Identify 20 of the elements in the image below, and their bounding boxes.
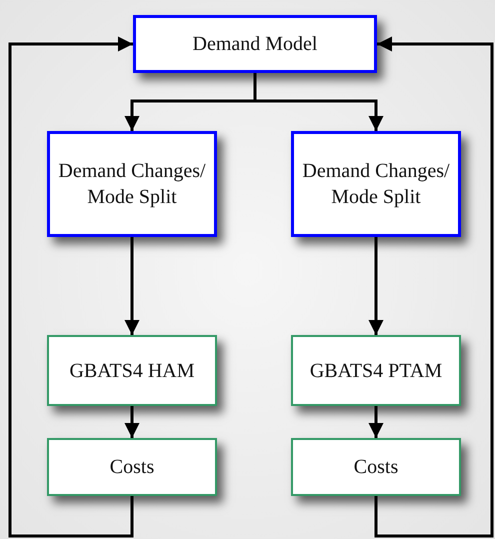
arrow — [368, 237, 384, 335]
process-box — [291, 335, 461, 406]
box-label: GBATS4 HAM — [69, 358, 195, 384]
box-label: Costs — [354, 455, 398, 480]
process-box — [47, 131, 217, 237]
box-label: Demand Changes/ Mode Split — [301, 159, 451, 210]
process-box — [133, 15, 377, 73]
process-box — [47, 438, 217, 496]
box-label: Demand Changes/ Mode Split — [57, 159, 207, 210]
box-label: GBATS4 PTAM — [310, 358, 442, 384]
arrow — [368, 406, 384, 438]
process-box — [291, 131, 461, 237]
arrow — [374, 36, 494, 538]
process-box — [291, 438, 461, 496]
box-label: Costs — [110, 455, 154, 480]
process-box — [47, 335, 217, 406]
arrow — [124, 406, 140, 438]
arrow — [8, 36, 134, 538]
arrow — [124, 237, 140, 335]
box-label: Demand Model — [192, 32, 318, 57]
